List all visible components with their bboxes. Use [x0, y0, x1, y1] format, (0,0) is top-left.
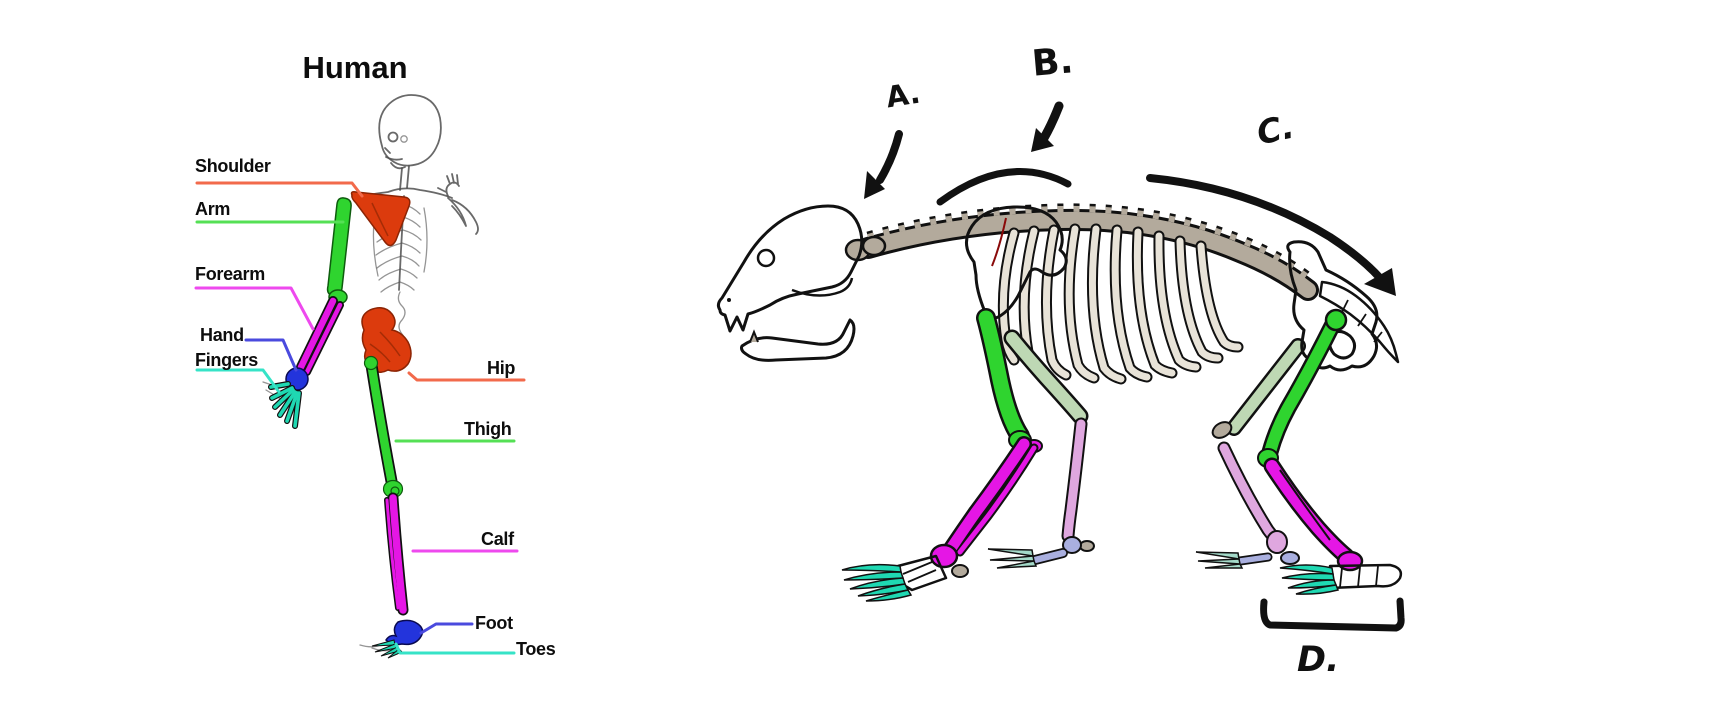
human-pelvis-bone: [361, 307, 412, 373]
label-forearm: Forearm: [195, 264, 265, 284]
human-pelvis-crease: [369, 331, 401, 363]
label-hip: Hip: [487, 358, 516, 378]
animal-far-front-carpal-gray: [1079, 540, 1095, 552]
animal-skull: [716, 204, 864, 362]
label-foot: Foot: [475, 613, 513, 633]
human-neck-sketch: [399, 165, 410, 191]
bracket-d: [1260, 597, 1405, 632]
label-shoulder: Shoulder: [195, 156, 271, 176]
annotation-b: B.: [1030, 40, 1075, 85]
human-skull-sketch: [378, 94, 442, 167]
animal-far-knee-bone: [1211, 421, 1233, 439]
animal-far-hind-leg: [1195, 346, 1300, 569]
human-face-sketch: [384, 147, 406, 170]
arc-b-curve: [936, 168, 1072, 206]
animal-femur-head: [1324, 308, 1348, 332]
animal-eye-socket: [756, 248, 776, 268]
leader-line-hip: [407, 371, 526, 382]
human-humerus-bone: [326, 197, 352, 297]
arrow-c-head: [1364, 268, 1396, 296]
animal-pelvis-bone: [1286, 240, 1379, 372]
arrow-a-shaft: [876, 130, 903, 184]
animal-lower-jaw: [740, 318, 856, 362]
leader-lines: [194, 181, 526, 655]
animal-near-hind-toes: [1279, 564, 1340, 595]
arrow-b-head: [1031, 128, 1054, 152]
animal-near-front-toes: [841, 563, 913, 602]
animal-scapula-crease: [991, 217, 1007, 267]
human-tibia-fibula-bones: [387, 498, 403, 610]
animal-tail: [1318, 280, 1400, 364]
label-fingers: Fingers: [195, 350, 258, 370]
human-forearm-bones: [301, 301, 340, 372]
human-finger-bones: [268, 381, 302, 429]
label-toes: Toes: [516, 639, 556, 659]
leader-line-forearm: [194, 286, 315, 331]
human-eye-socket-sketch: [387, 131, 399, 143]
label-hand: Hand: [200, 325, 244, 345]
animal-neck-vertebrae: [844, 235, 887, 262]
human-colored-bones: [268, 191, 424, 659]
human-scapula-bone: [350, 191, 411, 247]
animal-far-heel: [1280, 551, 1300, 565]
human-foot-bone: [385, 619, 424, 646]
animal-fibula-line: [1279, 469, 1331, 541]
animal-far-front-leg: [987, 338, 1095, 569]
animal-near-ankle: [1336, 550, 1364, 572]
leader-line-toes: [394, 642, 516, 655]
arrow-b-shaft: [1039, 101, 1064, 143]
leader-line-foot: [419, 622, 474, 635]
animal-far-hind-toes: [1195, 551, 1244, 569]
animal-near-front-metacarpal-lines: [902, 561, 937, 583]
animal-cranium: [716, 204, 864, 333]
animal-jaw-tooth: [749, 329, 759, 343]
human-scapula-crease: [371, 202, 389, 237]
animal-near-hind-leg: [1257, 308, 1403, 595]
label-arm: Arm: [195, 199, 231, 219]
human-eye-socket2-sketch: [400, 135, 408, 143]
animal-nostril: [727, 298, 731, 302]
animal-near-hind-metatarsals: [1328, 563, 1403, 590]
animal-far-ankle: [1266, 530, 1288, 554]
arrow-a-head: [864, 171, 885, 199]
human-femur-bone: [363, 355, 404, 499]
animal-near-front-carpal-gray: [951, 564, 969, 578]
arrow-c-shaft: [1146, 174, 1384, 282]
human-panel-title: Human: [302, 50, 408, 85]
human-right-arm-sketch: [437, 173, 479, 235]
label-calf: Calf: [481, 529, 514, 549]
leader-line-fingers: [195, 368, 281, 394]
leader-line-shoulder: [195, 181, 364, 198]
animal-skeleton: [716, 101, 1405, 632]
annotation-a: A.: [883, 75, 923, 115]
annotation-d: D.: [1297, 640, 1340, 680]
animal-near-hind-metatarsal-lines: [1339, 565, 1379, 588]
animal-zygomatic-arch: [791, 277, 854, 297]
leader-line-hand: [244, 338, 298, 372]
label-thigh: Thigh: [464, 419, 512, 439]
annotation-c: C.: [1253, 106, 1298, 153]
animal-far-front-toes: [987, 548, 1038, 569]
animal-far-front-carpal: [1062, 536, 1082, 554]
animal-near-front-leg: [841, 318, 1043, 602]
annotation-arrows: [864, 101, 1405, 632]
